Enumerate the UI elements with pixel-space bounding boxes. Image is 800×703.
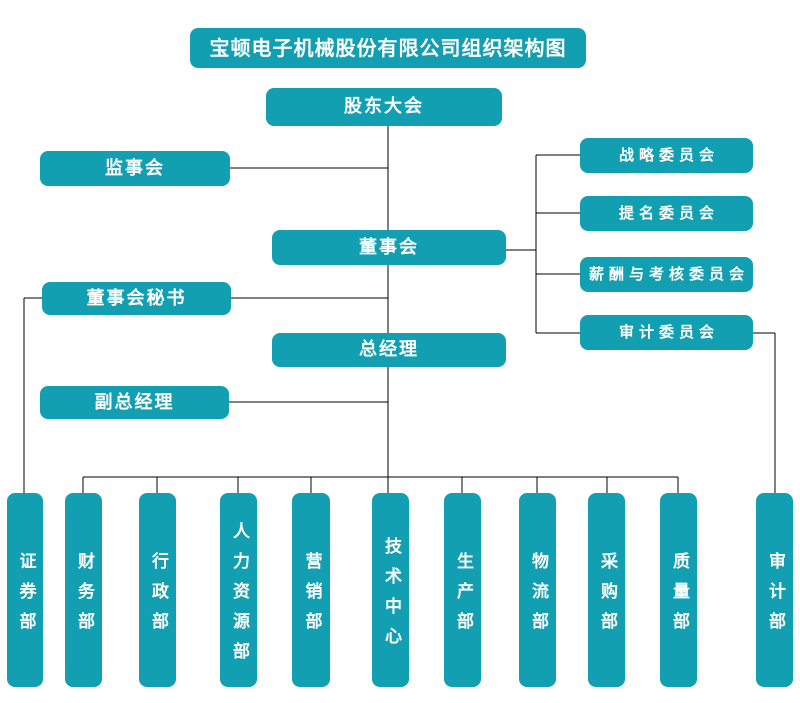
dept-label: 审计部 [765,551,785,642]
dept-label: 质量部 [669,551,689,642]
node-deputy-general-manager: 副总经理 [40,386,229,419]
node-dept-marketing: 营销部 [292,493,330,687]
node-committee-audit: 审计委员会 [580,315,753,350]
node-committee-nomination: 提名委员会 [580,196,753,231]
node-general-manager: 总经理 [272,333,506,367]
node-dept-finance: 财务部 [65,493,102,687]
node-dept-technology-center: 技术中心 [372,493,409,687]
node-board-of-directors: 董事会 [272,230,506,265]
node-dept-quality: 质量部 [660,493,697,687]
node-dept-human-resources: 人力资源部 [220,493,257,687]
dept-label: 生产部 [453,551,473,642]
node-shareholders-meeting: 股东大会 [266,88,502,126]
node-dept-logistics: 物流部 [519,493,556,687]
node-dept-procurement: 采购部 [588,493,625,687]
dept-label: 财务部 [74,551,94,642]
dept-label: 证券部 [15,551,36,642]
node-dept-securities: 证券部 [7,493,43,687]
node-supervisory-board: 监事会 [40,151,230,186]
dept-label: 营销部 [301,551,322,642]
dept-label: 物流部 [528,551,548,642]
dept-label: 人力资源部 [229,521,249,672]
node-committee-strategy: 战略委员会 [580,138,753,173]
dept-label: 行政部 [148,551,168,642]
dept-label: 采购部 [597,551,617,642]
dept-label: 技术中心 [381,536,401,657]
node-dept-production: 生产部 [444,493,481,687]
node-dept-audit: 审计部 [756,493,793,687]
node-dept-administration: 行政部 [139,493,176,687]
chart-title: 宝顿电子机械股份有限公司组织架构图 [190,28,586,68]
node-committee-remuneration-appraisal: 薪酬与考核委员会 [580,257,753,292]
node-board-secretary: 董事会秘书 [42,282,231,315]
